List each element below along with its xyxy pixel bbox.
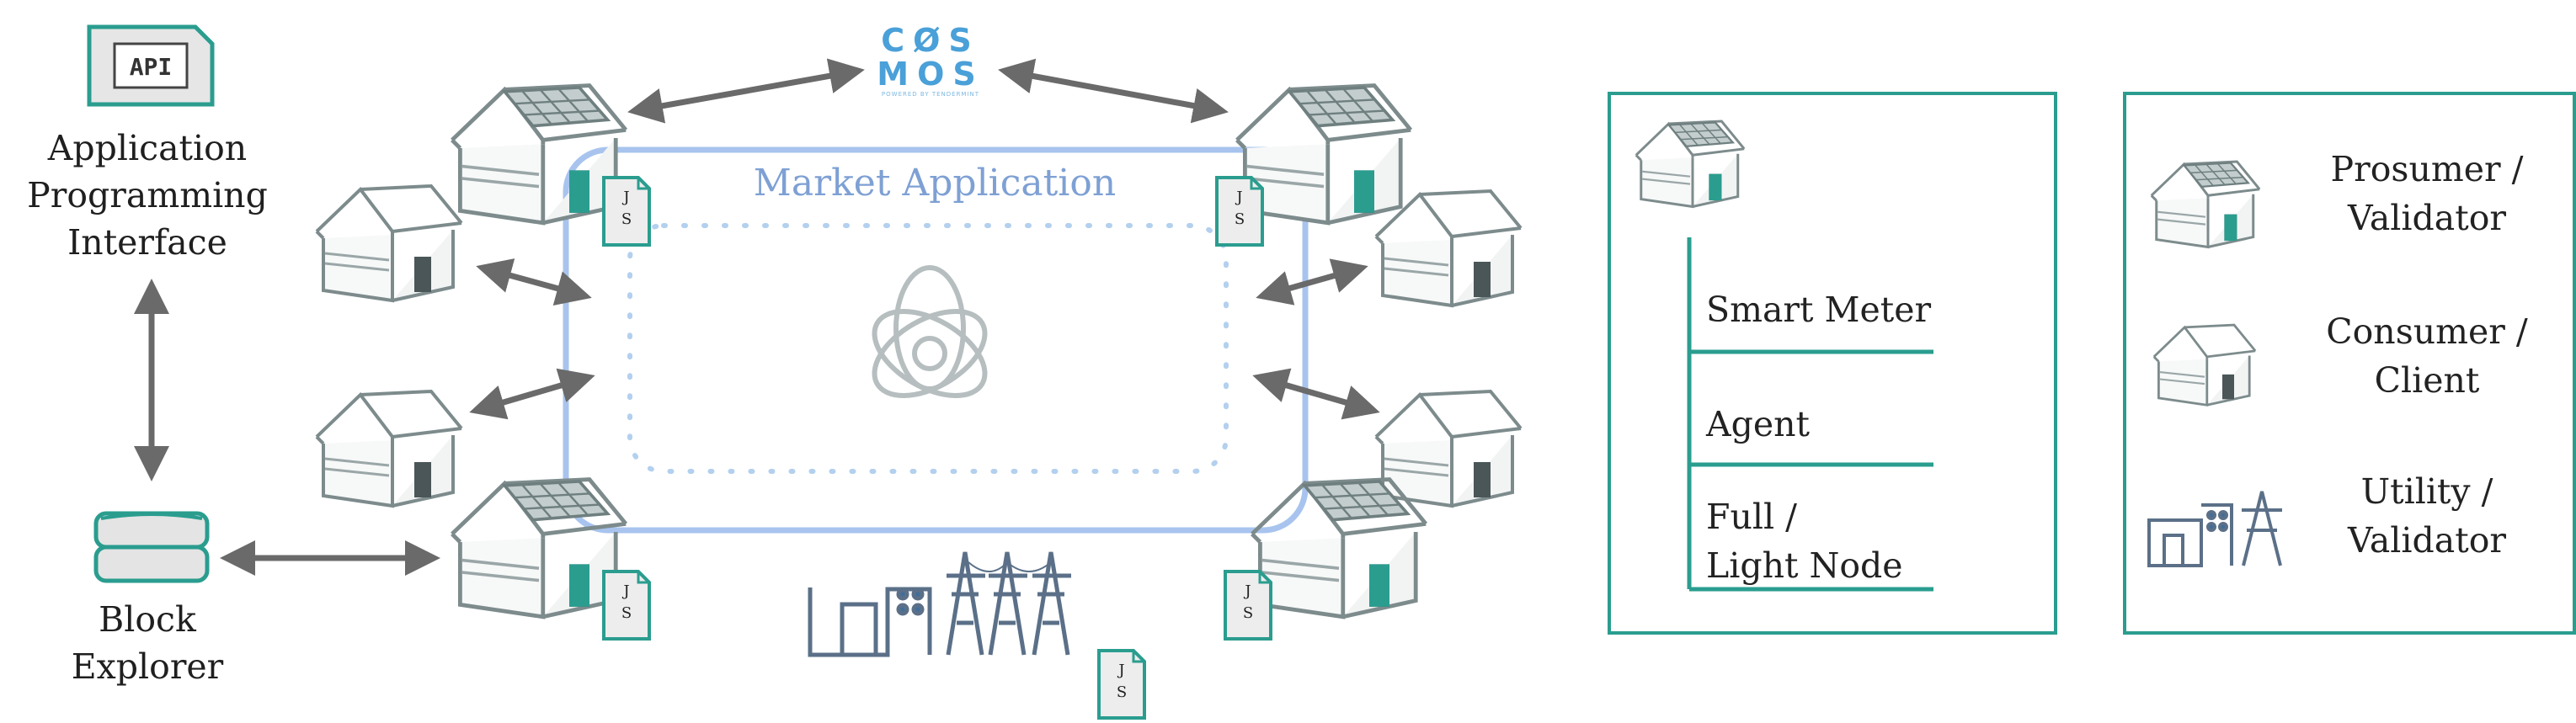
arrow-left-2 xyxy=(469,368,595,420)
js-badge-text-1: J xyxy=(621,189,629,206)
js-badge-text-2: S xyxy=(621,210,632,228)
consumer-house-left-1 xyxy=(317,186,461,300)
market-application-frame xyxy=(563,146,1309,534)
block-explorer-label-line-1: Block xyxy=(99,599,196,640)
cosmos-logo-line-2: MOS xyxy=(877,56,984,93)
js-badge-top-left: J S xyxy=(602,176,651,247)
js-badge-text-1: J xyxy=(1243,582,1251,600)
layers-tree-lines xyxy=(1687,237,1933,592)
cosmos-arrow-left xyxy=(627,58,865,124)
cosmos-logo-line-1: CØS xyxy=(881,22,980,59)
cosmos-arrow-right xyxy=(998,58,1229,124)
legend-utility-line-2: Validator xyxy=(2347,520,2506,561)
js-badge-text-1: J xyxy=(1117,662,1124,679)
cosmos-tagline: POWERED BY TENDERMINT xyxy=(881,91,980,98)
legend-consumer-line-2: Client xyxy=(2375,360,2480,401)
prosumer-house-top-left xyxy=(452,86,626,223)
api-label-line-1: Application xyxy=(47,128,248,168)
layer-light-node: Light Node xyxy=(1706,545,1903,586)
legend-prosumer-line-2: Validator xyxy=(2347,198,2506,238)
legend-consumer-line-1: Consumer / xyxy=(2326,311,2528,352)
block-explorer-label-line-2: Explorer xyxy=(71,646,224,687)
market-dotted-frame xyxy=(627,223,1229,474)
layer-smart-meter: Smart Meter xyxy=(1706,290,1932,330)
utility-plant-icon xyxy=(808,551,1071,657)
js-badge-text-2: S xyxy=(1117,683,1127,701)
legend-consumer-icon xyxy=(2152,323,2257,407)
arrow-right-2 xyxy=(1252,368,1380,420)
tendermint-logo-icon xyxy=(872,265,988,398)
layer-agent: Agent xyxy=(1705,404,1811,444)
js-badge-text-2: S xyxy=(1235,210,1245,228)
consumer-house-left-2 xyxy=(317,391,461,506)
js-badge-top-right: J S xyxy=(1215,176,1264,247)
layer-full-node: Full / xyxy=(1706,497,1797,537)
legend-prosumer-line-1: Prosumer / xyxy=(2331,149,2524,189)
js-badge-utility: J S xyxy=(1097,649,1146,720)
api-label-line-2: Programming xyxy=(27,175,268,215)
legend-utility-line-1: Utility / xyxy=(2361,471,2493,512)
api-label: Application Programming Interface xyxy=(17,125,278,266)
js-badge-bottom-right: J S xyxy=(1224,570,1272,641)
cosmos-logo: CØS MOS POWERED BY TENDERMINT xyxy=(859,24,1002,98)
legend-prosumer-icon xyxy=(2152,162,2259,247)
api-icon-text: API xyxy=(130,53,173,81)
layers-house-icon xyxy=(1636,121,1744,207)
js-badge-bottom-left: J S xyxy=(602,570,651,641)
api-document-icon: API xyxy=(87,24,215,107)
api-label-line-3: Interface xyxy=(67,222,227,263)
block-explorer-label: Block Explorer xyxy=(34,596,261,690)
arrow-right-1 xyxy=(1256,258,1368,306)
market-application-title: Market Application xyxy=(753,162,1117,205)
prosumer-house-bottom-left xyxy=(452,480,626,617)
legend-utility-icon xyxy=(2147,491,2282,567)
js-badge-text-1: J xyxy=(621,582,629,600)
js-badge-text-1: J xyxy=(1235,189,1242,206)
prosumer-house-bottom-right xyxy=(1252,480,1426,617)
js-badge-text-2: S xyxy=(621,604,632,622)
js-badge-text-2: S xyxy=(1243,604,1253,622)
database-icon xyxy=(93,511,210,583)
arrow-left-1 xyxy=(476,258,592,306)
